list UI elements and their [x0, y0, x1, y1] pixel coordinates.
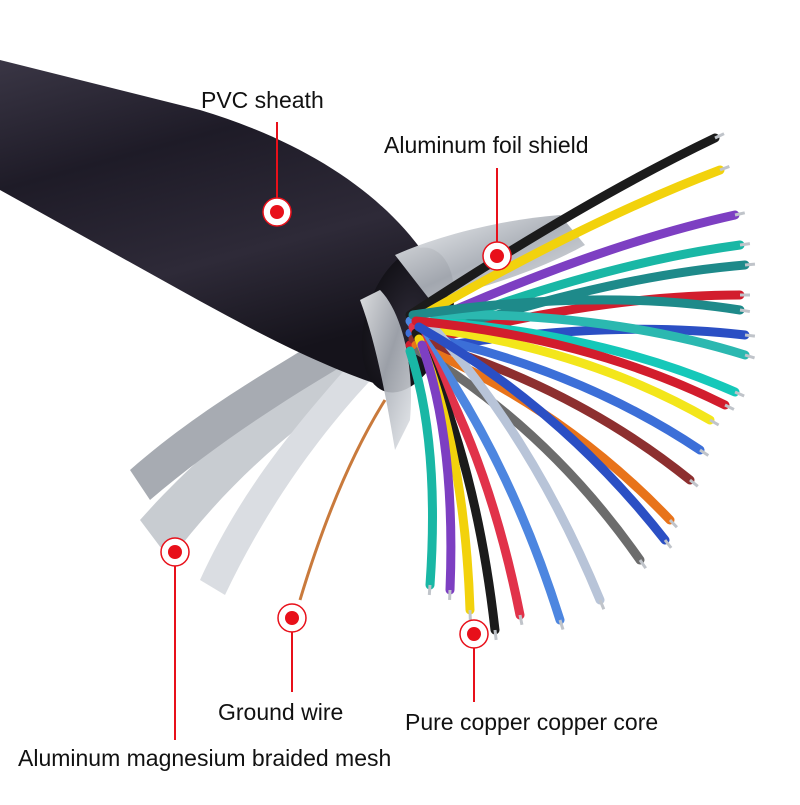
copper-core-wires — [410, 134, 755, 640]
marker-foil — [483, 242, 511, 270]
marker-mesh — [161, 538, 189, 566]
conductor-tip — [735, 213, 745, 215]
label-braided-mesh: Aluminum magnesium braided mesh — [18, 747, 391, 770]
conductor-tip — [429, 585, 430, 595]
marker-ground — [278, 604, 306, 632]
conductor-tip — [745, 264, 755, 265]
conductor-wire — [410, 351, 433, 585]
label-pvc-sheath: PVC sheath — [201, 89, 324, 112]
label-aluminum-foil-shield: Aluminum foil shield — [384, 134, 589, 157]
label-copper-core: Pure copper copper core — [405, 711, 658, 734]
conductor-tip — [520, 615, 522, 625]
conductor-tip — [740, 244, 750, 245]
conductor-tip — [745, 335, 755, 336]
conductor-tip — [495, 630, 496, 640]
marker-core — [460, 620, 488, 648]
label-ground-wire: Ground wire — [218, 701, 343, 724]
conductor-tip — [740, 310, 750, 312]
marker-pvc — [263, 198, 291, 226]
